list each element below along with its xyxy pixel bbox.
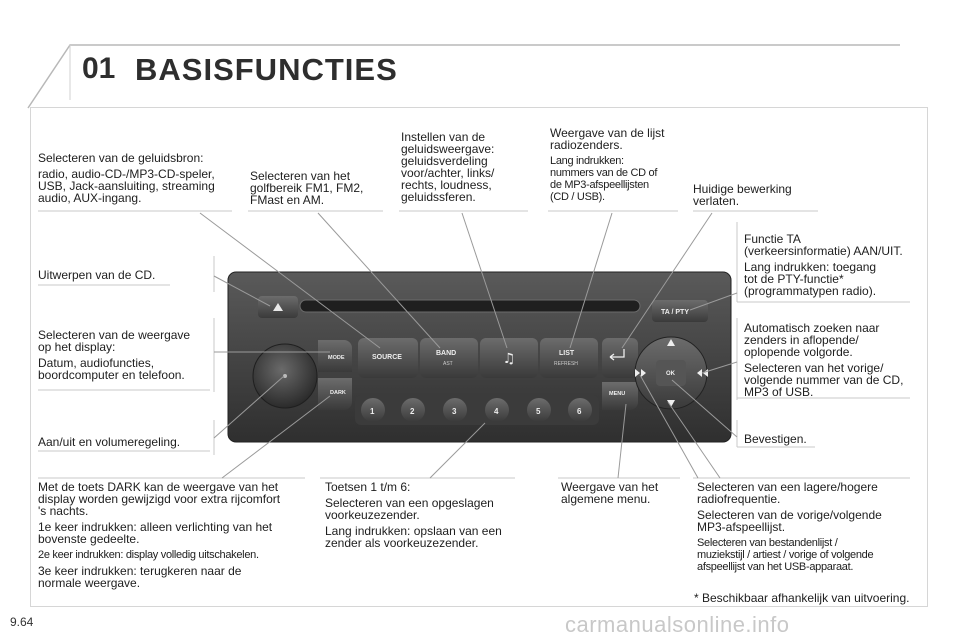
label-dark: Met de toets DARK kan de weergave van he… bbox=[38, 480, 281, 590]
preset-button-4 bbox=[485, 398, 509, 422]
label-ta: Functie TA (verkeersinformatie) AAN/UIT.… bbox=[744, 232, 903, 298]
preset-button-3 bbox=[443, 398, 467, 422]
eject-icon bbox=[273, 303, 283, 311]
ta-pty-button bbox=[652, 300, 708, 322]
menu-button bbox=[602, 382, 638, 410]
content-frame bbox=[30, 107, 928, 607]
preset-button-5 bbox=[527, 398, 551, 422]
list-button bbox=[540, 338, 598, 378]
ok-button bbox=[656, 360, 686, 386]
mode-button bbox=[318, 340, 352, 372]
footnote: * Beschikbaar afhankelijk van uitvoering… bbox=[694, 591, 910, 605]
preset-label-1[interactable]: 1 bbox=[370, 407, 375, 416]
preset-label-2[interactable]: 2 bbox=[410, 407, 415, 416]
preset-button-2 bbox=[401, 398, 425, 422]
arrow-down-icon bbox=[667, 400, 675, 407]
dark-button-label[interactable]: DARK bbox=[330, 390, 346, 396]
source-button-label[interactable]: SOURCE bbox=[372, 354, 402, 361]
back-button bbox=[602, 338, 638, 378]
label-seek: Automatisch zoeken naar zenders in aflop… bbox=[744, 321, 904, 399]
chapter-number: 01 bbox=[82, 52, 116, 85]
band-button bbox=[420, 338, 478, 378]
label-mode: Selecteren van de weergave op het displa… bbox=[38, 328, 191, 382]
forward-icon bbox=[697, 369, 702, 377]
page-number: 9.64 bbox=[10, 615, 34, 629]
dark-button bbox=[318, 378, 352, 410]
page-title: BASISFUNCTIES bbox=[135, 52, 398, 87]
ta-pty-button-label[interactable]: TA / PTY bbox=[661, 309, 689, 316]
back-icon bbox=[609, 349, 625, 361]
band-button-sublabel: AST bbox=[443, 361, 453, 367]
source-button bbox=[358, 338, 418, 378]
arrow-up-icon bbox=[667, 339, 675, 346]
preset-label-6[interactable]: 6 bbox=[577, 407, 582, 416]
list-button-sublabel: REFRESH bbox=[554, 361, 578, 367]
label-back: Huidige bewerking verlaten. bbox=[693, 182, 792, 208]
preset-label-5[interactable]: 5 bbox=[536, 407, 541, 416]
label-band: Selecteren van het golfbereik FM1, FM2, … bbox=[250, 169, 364, 207]
label-presets: Toetsen 1 t/m 6: Selecteren van een opge… bbox=[325, 480, 502, 550]
label-source: Selecteren van de geluidsbron: radio, au… bbox=[38, 151, 215, 205]
watermark: carmanualsonline.info bbox=[565, 612, 790, 637]
label-list: Weergave van de lijst radiozenders. Lang… bbox=[550, 126, 665, 203]
preset-button-6 bbox=[568, 398, 592, 422]
preset-label-3[interactable]: 3 bbox=[452, 407, 457, 416]
band-button-label[interactable]: BAND bbox=[436, 350, 457, 357]
ok-button-label[interactable]: OK bbox=[666, 371, 675, 377]
sound-button bbox=[480, 338, 538, 378]
menu-button-label[interactable]: MENU bbox=[609, 391, 626, 397]
header-decoration bbox=[27, 44, 900, 109]
preset-label-4[interactable]: 4 bbox=[494, 407, 499, 416]
label-menu: Weergave van het algemene menu. bbox=[561, 480, 659, 506]
label-sound: Instellen van de geluidsweergave: geluid… bbox=[401, 130, 495, 204]
label-freq: Selecteren van een lagere/hogere radiofr… bbox=[697, 480, 882, 573]
label-ok: Bevestigen. bbox=[744, 432, 807, 446]
preset-button-1 bbox=[361, 398, 385, 422]
mode-button-label[interactable]: MODE bbox=[328, 355, 345, 361]
music-note-icon: ♫ bbox=[503, 351, 516, 367]
label-eject: Uitwerpen van de CD. bbox=[38, 268, 156, 282]
rewind-icon bbox=[641, 369, 646, 377]
list-button-label[interactable]: LIST bbox=[559, 350, 575, 357]
label-volume: Aan/uit en volumeregeling. bbox=[38, 435, 181, 449]
